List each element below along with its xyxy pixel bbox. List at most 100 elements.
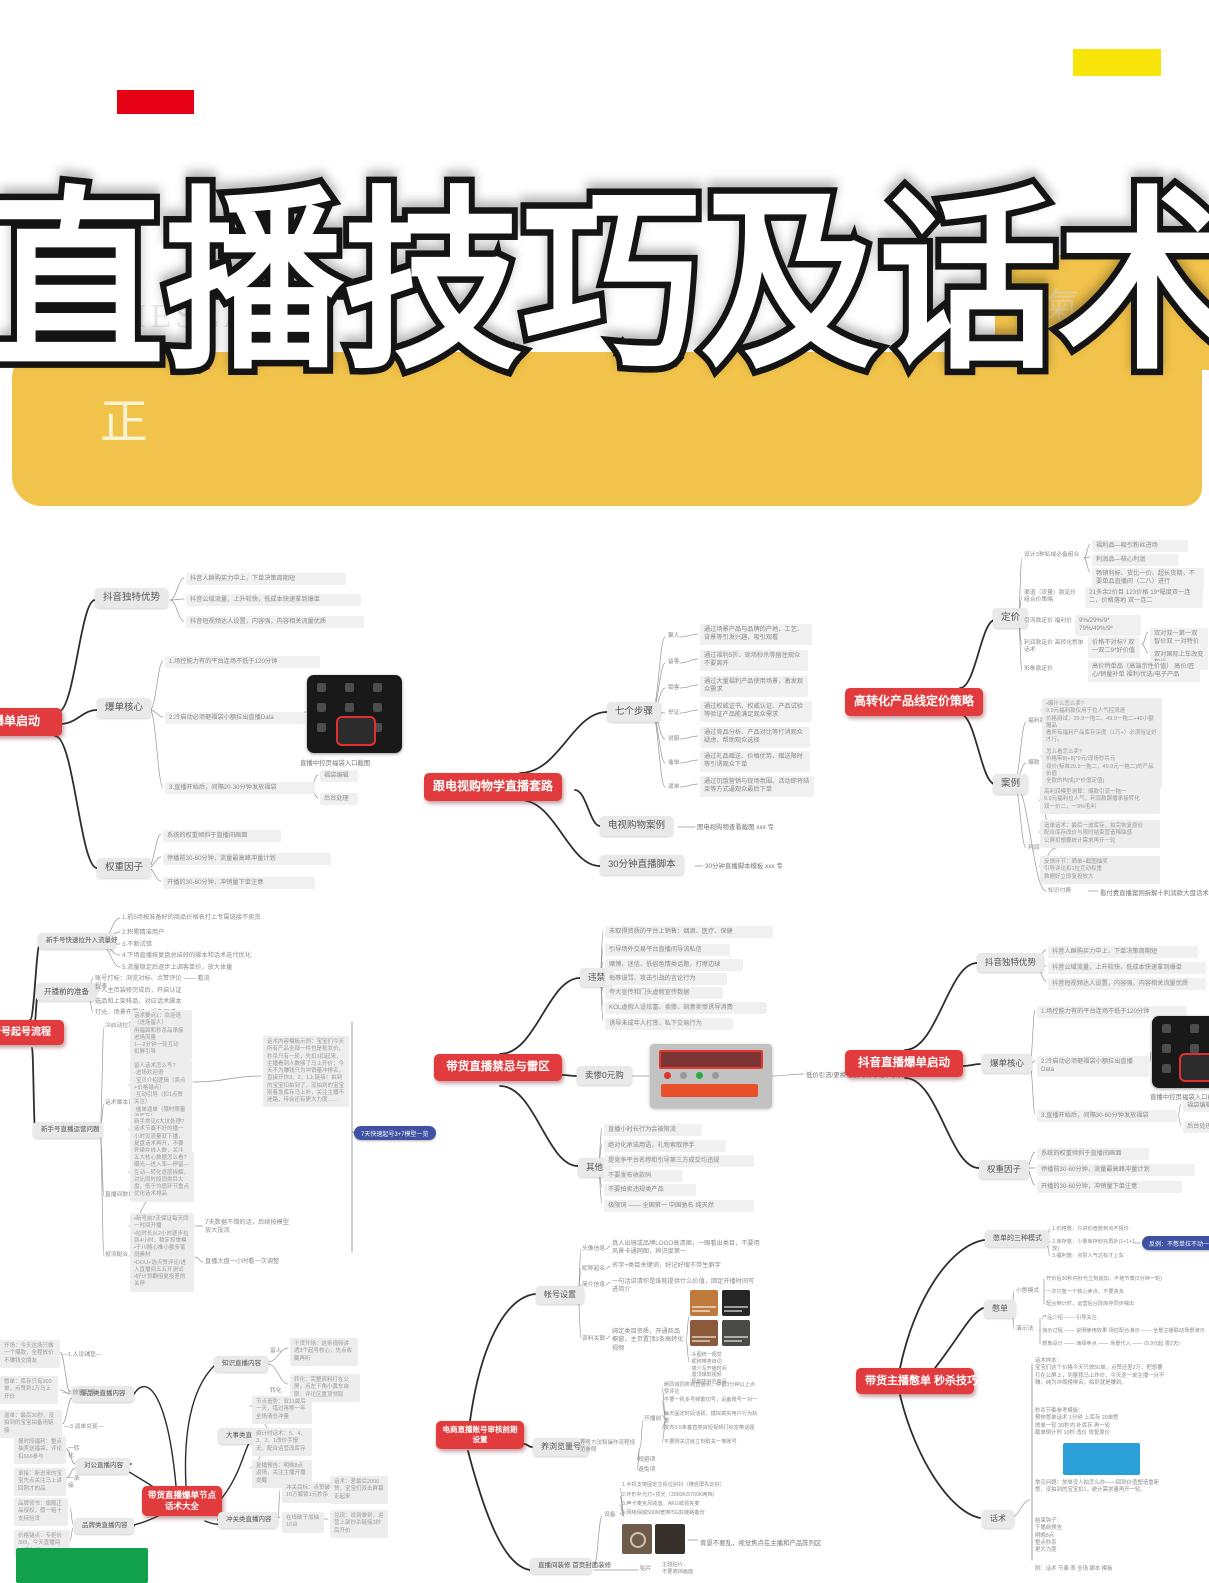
mindmap-caption: 直播中控页福袋入口截图 bbox=[300, 760, 371, 767]
mindmap-leaf: 抖音公域流量，上升较快，低成本快速拿到爆单 bbox=[1048, 962, 1206, 975]
connector-line bbox=[59, 709, 98, 725]
poster-title: 直播技巧及话术 bbox=[0, 168, 1209, 399]
mindmap-text: 常见问题：放单没人拍怎么办——回到价值塑造重新憋，没拍到的宝宝扣1，统计需求量再… bbox=[1035, 1480, 1159, 1494]
connector-line bbox=[267, 1347, 289, 1363]
mindmap-text: 结束钩子： 下播前预告 明晚8点 整点秒杀 更大力度 bbox=[1035, 1518, 1062, 1554]
status-dot bbox=[712, 1072, 719, 1079]
ghost-char-left: 正 bbox=[100, 396, 149, 449]
mindmap-leaf: 引导场外交易平台直播间导流私信 bbox=[605, 944, 730, 957]
profile-grid-image bbox=[690, 1290, 752, 1348]
mindmap-text: 开价后30秒内秒光立刻追加，不拖节奏(2分钟一轮) bbox=[1046, 1276, 1162, 1282]
mindmap-sublabel: 利润 bbox=[1028, 845, 1040, 851]
mindmap-leaf: 抖音公域流量，上升较快，低成本快速拿到爆单 bbox=[186, 594, 361, 607]
mindmap-textblock: 反馈环节：晒单+截图抽奖 引导评论扣1拉互动权重 数据好立即复投放大 bbox=[1040, 856, 1160, 884]
connector-line bbox=[1141, 643, 1149, 654]
mindmap-sublabel: 投流配合 bbox=[105, 1252, 129, 1258]
mindmap-sublabel: 利润款定价 高转化憋单话术 bbox=[1024, 640, 1084, 654]
mindmap-text: 7天数据不错的话，后续按模型放大投流 bbox=[205, 1219, 289, 1235]
mindmap-textblock: 开场：今天这场只做一个爆款，全程放价不赚钱交朋友 bbox=[0, 1340, 60, 1368]
mindmap-root: 抖音直播爆单启动 bbox=[845, 1050, 963, 1077]
mindmap-branch: 对公直播内容 bbox=[76, 1458, 130, 1475]
profile-text-line bbox=[692, 1306, 716, 1308]
mindmap-text: 话术样本： 宝宝们这个价格今天只放50单，点赞还差2万，把想要打在公屏上，到量我… bbox=[1035, 1358, 1165, 1386]
connector-line bbox=[636, 1447, 641, 1471]
connector-line bbox=[904, 962, 978, 1051]
mindmap-text: 4.下场直播按复盘总结好的脚本和话术迭代优化 bbox=[122, 952, 251, 959]
profile-card bbox=[722, 1290, 750, 1316]
mindmap-textblock: 话术：差最后2000赞，宝宝们双击屏幕走起来 bbox=[330, 1476, 388, 1504]
profile-text-line bbox=[724, 1306, 748, 1308]
profile-text-line bbox=[724, 1310, 742, 1312]
mindmap-leaf: 3.直播开始后，间隔20-30分钟发放福袋 bbox=[165, 782, 315, 795]
connector-line bbox=[133, 1385, 177, 1487]
mindmap-leaf: KOL虚假人设炫富、卖惨、刻意卖惨诱导消费 bbox=[605, 1002, 767, 1015]
mindmap-textblock: 话术内容模板示例：宝宝们今天所有产品全部一件也是批发价，秒杀只有一轮，先扣1扣起… bbox=[263, 1036, 349, 1108]
mindmap-leaf: 通过福利5折、现场秒杀等留住观众不要离开 bbox=[700, 650, 808, 671]
mindmap-caption: 直播中控页福袋入口截图 bbox=[1150, 1094, 1209, 1101]
connector-line bbox=[605, 1265, 611, 1270]
mindmap-textblock: 怎么看怎么卖? 价格带8(+8)*9元/现场秒杀元 双价(标准29.9一拖二，4… bbox=[1042, 746, 1162, 789]
mindmap-textblock: 节点造势：双11最后一天，错过再等一年全场清仓冲量 bbox=[252, 1396, 312, 1424]
mindmap-text: 真人出镜或品牌LOGO高清图，一眼看出类目，不要用风景卡通网图，辨识度第一 bbox=[612, 1240, 760, 1256]
app-icon bbox=[317, 723, 326, 732]
profile-text-line bbox=[724, 1336, 748, 1338]
mindmap-leaf: 2.冷启动必须砸福袋小额拉出直播Data bbox=[165, 712, 305, 725]
mindmap-textblock: 品牌背书：旗舰正品授权，假一赔十支持验货 bbox=[14, 1498, 68, 1526]
mindmap-sublabel: 设备 bbox=[604, 1512, 616, 1518]
connector-line bbox=[351, 1130, 355, 1134]
connector-line bbox=[519, 711, 608, 774]
mindmap-leaf: 不要发布收款码 bbox=[604, 1170, 682, 1183]
mindmap-branch: 话术 bbox=[982, 1510, 1014, 1529]
mindmap-text: 主题贴片： 不要遮挡画面 bbox=[662, 1562, 694, 1576]
mindmap-textblock: 逼单：最后30秒，没拍到的宝宝拍备用链接 bbox=[0, 1410, 62, 1438]
ghost-letters: HESEAI bbox=[122, 298, 267, 335]
mindmap-leaf: 夸大宣传和门头虚假宣传数据 bbox=[605, 987, 723, 1000]
mindmap-leaf: 抖音人群购买力中上，下单决策周期短 bbox=[186, 573, 346, 586]
connector-line bbox=[59, 1351, 71, 1393]
connector-line bbox=[561, 1074, 577, 1077]
mindmap-leaf: 不要拍卖违规类产品 bbox=[604, 1184, 696, 1197]
connector-line bbox=[149, 660, 164, 711]
phone-panel-screenshot bbox=[1152, 1016, 1209, 1088]
mindmap-branch: 爆单核心 bbox=[97, 698, 152, 719]
profile-text-line bbox=[724, 1340, 742, 1342]
app-icon bbox=[345, 703, 354, 712]
mindmap-sublabel: 昵称起名 bbox=[582, 1266, 606, 1272]
connector-line bbox=[469, 1293, 536, 1422]
banner-yellow-stroke-right bbox=[995, 255, 1209, 370]
mindmap-textblock: 复播预告：明晚8点返场，关注主播开播提醒 bbox=[252, 1460, 312, 1488]
connector-line bbox=[679, 735, 699, 740]
app-icon bbox=[317, 703, 326, 712]
mindmap-sublabel: 渠道（流量）款定价 组合价策略 bbox=[1024, 590, 1077, 604]
mindmap-leaf: 高价特单品（高端示性价值） 高价/匠心/销量补单 福利/优选/电子产品 bbox=[1088, 661, 1200, 682]
mindmap-caption: 30分钟直播脚本模板 xxx 专 bbox=[705, 863, 783, 870]
app-icon bbox=[373, 723, 382, 732]
warning-banner bbox=[659, 1050, 763, 1069]
mindmap-branch: 爆品类直播内容 bbox=[72, 1386, 134, 1403]
mindmap-text: 账号打标：浏览对标、点赞评论 —— 看流程表 bbox=[95, 975, 210, 991]
mindmap-sublabel: 资料关联 bbox=[582, 1336, 606, 1342]
mindmap-text: 不要一机多号频繁切号，设备账号一对一 bbox=[664, 1397, 758, 1403]
profile-text-line bbox=[692, 1310, 710, 1312]
connector-line bbox=[605, 1335, 611, 1340]
connector-line bbox=[149, 709, 164, 788]
connector-line bbox=[169, 599, 185, 622]
studio-photos-image bbox=[622, 1524, 686, 1556]
mindmap-sublabel: 冷启动拉流 bbox=[105, 1023, 134, 1029]
mindmap-leaf: 后台处理 bbox=[320, 793, 358, 806]
mindmap-leaf: 利润品—核心利润 bbox=[1092, 554, 1178, 567]
mindmap-sublabel: 催单 bbox=[668, 760, 680, 766]
profile-card bbox=[722, 1320, 750, 1346]
mindmap-leaf: 抖音人群购买力中上，下单决策周期短 bbox=[1048, 946, 1198, 959]
mindmap-text: 不要刚关注就立刻取关一堆账号 bbox=[664, 1439, 737, 1445]
connector-line bbox=[1177, 1114, 1182, 1127]
connector-line bbox=[192, 1075, 262, 1083]
mindmap-text: 养号方法和操作流程规范参照 bbox=[580, 1440, 636, 1454]
mindmap-branch: 30分钟直播脚本 bbox=[600, 855, 684, 876]
mindmap-text: 1.手机支架固定主机位别抖（横竖屏先定好） bbox=[622, 1482, 725, 1488]
mindmap-sublabel: 小憋模式 bbox=[1016, 1288, 1040, 1294]
mindmap-pill-note: 7天快速起号3+7模型一览 bbox=[354, 1126, 436, 1140]
connector-line bbox=[65, 1448, 76, 1465]
mindmap-text: 4.网络保底500M宽带/5G双链路备份 bbox=[622, 1510, 705, 1516]
